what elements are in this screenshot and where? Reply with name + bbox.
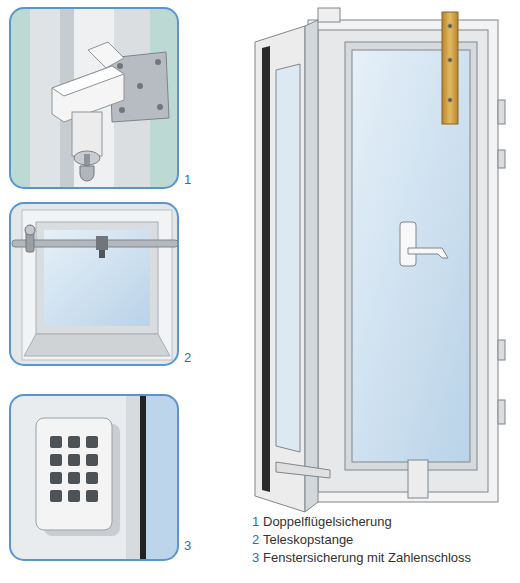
illustration-part	[52, 66, 124, 96]
illustration-part	[36, 222, 158, 334]
illustration-part	[498, 150, 505, 168]
illustration-part	[50, 472, 62, 484]
illustration-part	[86, 454, 98, 466]
illustration-part	[276, 462, 330, 478]
illustration-part	[498, 100, 505, 124]
keypad-keys	[50, 436, 98, 502]
legend-number: 2	[252, 532, 259, 548]
inset-frame	[10, 203, 178, 365]
illustration-part	[68, 436, 80, 448]
illustration-part	[140, 395, 146, 560]
illustration-part	[448, 58, 452, 62]
legend-text: Fenstersicherung mit Zahlenschloss	[263, 550, 471, 566]
illustration-part	[137, 83, 143, 89]
illustration-part	[10, 8, 30, 188]
callout-number: 1	[184, 172, 191, 188]
illustration-part	[318, 30, 488, 492]
illustration-part	[255, 26, 305, 512]
illustration-part	[498, 340, 505, 360]
illustration-part	[308, 20, 498, 502]
illustration-part	[50, 454, 62, 466]
illustration-part	[117, 63, 123, 69]
illustration-part	[12, 240, 178, 247]
inset-keypad-lock	[10, 395, 178, 560]
illustration-part	[72, 112, 102, 156]
illustration-part	[10, 8, 178, 188]
illustration-part	[22, 210, 172, 360]
illustration-part	[99, 250, 105, 258]
inset-frame	[10, 395, 178, 560]
illustration-part	[86, 436, 98, 448]
illustration-part	[305, 20, 318, 512]
window-illustration	[255, 8, 505, 512]
illustration-part	[10, 203, 178, 365]
illustration-part	[50, 490, 62, 502]
legend-text: Teleskopstange	[263, 532, 353, 548]
callout-number: 2	[184, 350, 191, 366]
illustration-part	[276, 64, 300, 452]
illustration-part	[96, 236, 108, 250]
illustration-part	[126, 395, 140, 560]
illustration-part	[84, 154, 90, 166]
illustration-part	[119, 107, 125, 113]
illustration-part	[74, 151, 100, 165]
illustration-part	[10, 395, 178, 560]
illustration-part	[86, 472, 98, 484]
illustration-part	[448, 98, 452, 102]
illustration-part	[448, 24, 452, 28]
inset-telescopic-bar	[10, 203, 178, 365]
illustration-part	[408, 248, 448, 258]
illustration-part	[88, 42, 124, 68]
inset-frame	[10, 8, 178, 188]
illustration-part	[498, 400, 505, 424]
illustration-part	[146, 395, 178, 560]
illustration-part	[50, 436, 62, 448]
illustration-part	[68, 490, 80, 502]
illustration-part	[157, 104, 163, 110]
illustration-part	[442, 12, 458, 124]
inset-double-sash-lock	[10, 8, 178, 188]
legend-text: Doppelflügelsicherung	[263, 514, 392, 530]
illustration-part	[262, 46, 270, 492]
legend-number: 1	[252, 514, 259, 530]
illustration-part	[318, 8, 340, 22]
illustration-part	[24, 334, 170, 356]
illustration-part	[68, 472, 80, 484]
illustration-part	[408, 460, 428, 498]
illustration-part	[36, 418, 112, 530]
illustration-part	[86, 490, 98, 502]
legend-number: 3	[252, 550, 259, 566]
callout-number: 3	[184, 538, 191, 554]
illustration-part	[68, 454, 80, 466]
illustration-part	[25, 225, 35, 235]
illustration-part	[400, 222, 416, 266]
illustration-part	[155, 59, 161, 65]
illustration-part	[80, 166, 94, 181]
